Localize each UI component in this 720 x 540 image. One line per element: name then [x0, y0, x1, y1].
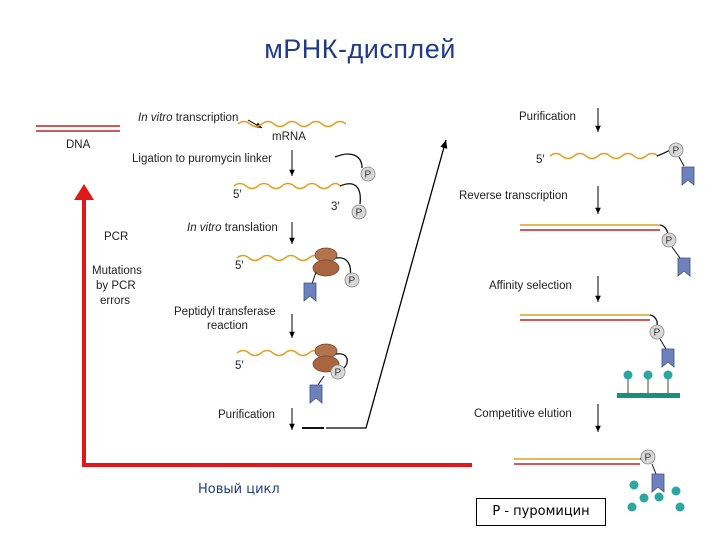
- right-stalk-1: [678, 156, 685, 167]
- page-title: мРНК-дисплей: [264, 34, 456, 64]
- mrna-label: mRNA: [272, 131, 306, 143]
- transfer-arrow: [326, 139, 448, 429]
- peptide-1: [303, 282, 317, 302]
- right-peptide-2: [677, 257, 691, 277]
- puromycin-p-3: P: [344, 272, 360, 288]
- right-peptide-3: [661, 348, 675, 368]
- svg-text:P: P: [349, 276, 356, 287]
- mutations-line-1: Mutations: [92, 265, 142, 277]
- right-mrna-1: [549, 152, 659, 160]
- linker-4: [335, 353, 348, 369]
- in-vitro-translation-label: In vitro translation: [187, 222, 278, 234]
- peptide-stalk-1: [311, 271, 317, 285]
- dna-double-strand: [36, 125, 120, 132]
- peptidyl-line-1: Peptidyl transferase: [174, 306, 276, 318]
- solid-support: [617, 393, 680, 398]
- in-vitro-transcription-label: In vitro transcription: [138, 112, 238, 124]
- five-prime-2: 5′: [235, 260, 244, 272]
- right-puromycin-p-4: P: [640, 449, 656, 465]
- right-puromycin-p-3: P: [649, 324, 665, 340]
- immobilized-targets: [623, 370, 673, 394]
- right-peptide-1: [681, 166, 695, 186]
- free-competitor-molecules: [627, 480, 685, 512]
- peptide-stalk-2: [317, 375, 325, 386]
- competitive-elution-label: Competitive elution: [474, 408, 572, 420]
- dna-label: DNA: [66, 139, 91, 151]
- right-stalk-3: [659, 338, 667, 350]
- puromycin-linker: [334, 153, 363, 169]
- svg-text:P: P: [654, 328, 661, 339]
- svg-text:P: P: [666, 236, 673, 247]
- new-cycle-arrow: [82, 196, 472, 467]
- puromycin-p-4: P: [330, 364, 346, 380]
- svg-text:P: P: [356, 208, 363, 219]
- three-prime-label: 3′: [331, 201, 340, 213]
- puromycin-p-2: P: [351, 204, 367, 220]
- mutations-line-3: errors: [100, 295, 130, 307]
- ligated-linker: [339, 183, 361, 205]
- new-cycle-label: Новый цикл: [198, 482, 280, 497]
- mrna-strand-2: [233, 182, 341, 190]
- pcr-label: PCR: [104, 231, 128, 243]
- right-five-prime: 5′: [536, 154, 545, 166]
- ligation-label: Ligation to puromycin linker: [132, 153, 272, 165]
- mrna-strand-1: [237, 120, 347, 128]
- ribosome-1: [312, 247, 340, 277]
- puromycin-legend: P - пуромицин: [476, 498, 606, 526]
- svg-text:P: P: [645, 453, 652, 464]
- puromycin-p-1: P: [360, 166, 376, 182]
- mutations-line-2: by PCR: [96, 280, 136, 292]
- right-puromycin-p-1: P: [668, 142, 684, 158]
- five-prime-1: 5′: [233, 189, 242, 201]
- svg-text:P: P: [335, 368, 342, 379]
- right-puromycin-p-2: P: [661, 232, 677, 248]
- peptide-2: [309, 384, 323, 404]
- right-peptide-4: [651, 473, 665, 493]
- right-stalk-2: [671, 246, 681, 259]
- right-linker-3: [649, 314, 658, 327]
- new-cycle-arrowhead: [74, 184, 94, 200]
- reverse-transcription-label: Reverse transcription: [459, 190, 568, 202]
- svg-text:P: P: [673, 146, 680, 157]
- five-prime-3: 5′: [235, 360, 244, 372]
- transcription-arrow: [247, 119, 263, 129]
- right-stalk-4: [651, 463, 657, 475]
- affinity-selection-label: Affinity selection: [489, 280, 572, 292]
- peptidyl-line-2: reaction: [207, 320, 248, 332]
- left-purification-label: Purification: [218, 409, 275, 421]
- right-purification-label: Purification: [519, 111, 576, 123]
- svg-text:P: P: [365, 170, 372, 181]
